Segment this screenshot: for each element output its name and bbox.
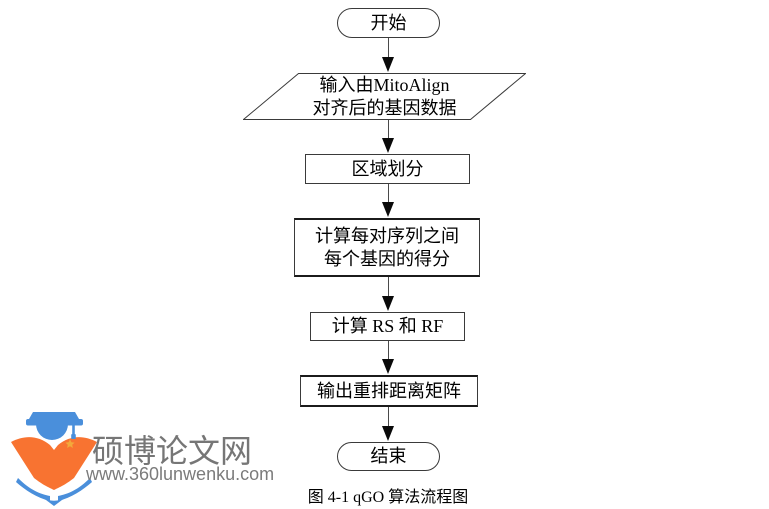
watermark-site-url: www.360lunwenku.com [86,464,275,484]
mortarboard-bar [26,419,83,426]
flowchart-node-end: 结束 [337,442,440,471]
tassel-star-icon [65,439,75,448]
flowchart-node-output: 输出重排距离矩阵 [300,375,478,407]
arrow-output-to-end [381,407,395,441]
node-partition-label: 区域划分 [351,158,424,179]
tassel-knob [71,434,76,439]
node-rsrf-label: 计算 RS 和 RF [331,316,444,336]
parallelogram-shape [243,73,526,120]
flowchart-node-rsrf: 计算 RS 和 RF [310,312,465,341]
flowchart-node-score: 计算每对序列之间 每个基因的得分 [294,218,480,277]
node-input-line1: 输入由MitoAlign [319,74,450,95]
flowchart-node-start: 开始 [337,8,440,38]
watermark-logo-icon [11,412,97,506]
flowchart-node-input: 输入由MitoAlign 对齐后的基因数据 [243,73,526,120]
node-score-line2: 每个基因的得分 [324,248,450,269]
arrow-line [387,184,389,202]
arrowhead-down-icon [382,138,394,153]
figure-caption: 图 4-1 qGO 算法流程图 [307,489,469,506]
arrowhead-down-icon [382,426,394,441]
arrow-rsrf-to-output [381,341,395,374]
mortarboard-top [29,412,79,419]
node-input-line2: 对齐后的基因数据 [312,97,457,118]
arrow-start-to-input [381,38,395,72]
arrow-line [387,341,389,359]
node-output-label: 输出重排距离矩阵 [317,380,461,401]
arrow-input-to-partition [381,120,395,153]
scholar-head-shape [36,424,68,440]
node-score-line1: 计算每对序列之间 [315,225,459,246]
arrowhead-down-icon [382,57,394,72]
book-wings-shape [11,437,97,490]
arrow-partition-to-score [381,184,395,217]
arrow-line [387,38,389,57]
arrowhead-down-icon [382,202,394,217]
page-swoosh-right [58,478,92,501]
watermark-site-name: 硕博论文网 [92,433,253,469]
node-end-label: 结束 [370,446,407,466]
arrow-line [387,120,389,138]
node-start-label: 开始 [370,12,407,33]
book-bottom-vee [42,497,66,506]
arrowhead-down-icon [382,296,394,311]
flowchart-node-partition: 区域划分 [305,154,470,184]
arrowhead-down-icon [382,359,394,374]
page-swoosh-left [16,478,50,501]
arrow-score-to-rsrf [381,277,395,311]
arrow-line [387,277,389,296]
arrow-line [387,407,389,426]
